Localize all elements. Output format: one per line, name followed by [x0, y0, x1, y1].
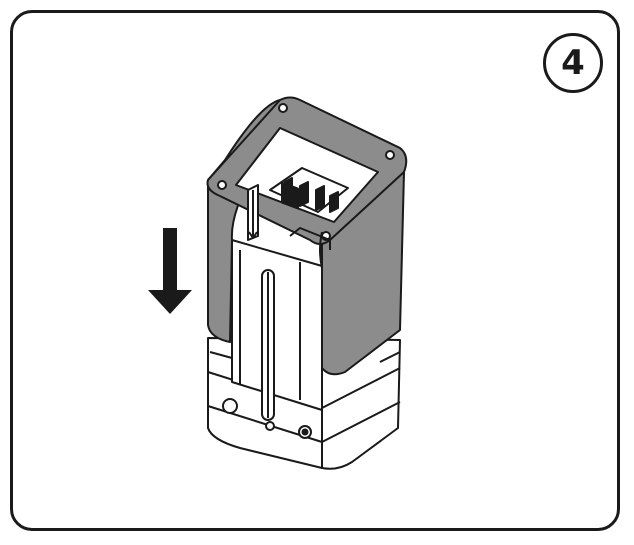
inner-top-detail	[247, 167, 349, 250]
step-number: 4	[561, 43, 585, 83]
device-assembly-icon	[206, 96, 408, 470]
down-arrow-icon	[148, 228, 192, 314]
step-number-badge: 4	[543, 33, 603, 93]
